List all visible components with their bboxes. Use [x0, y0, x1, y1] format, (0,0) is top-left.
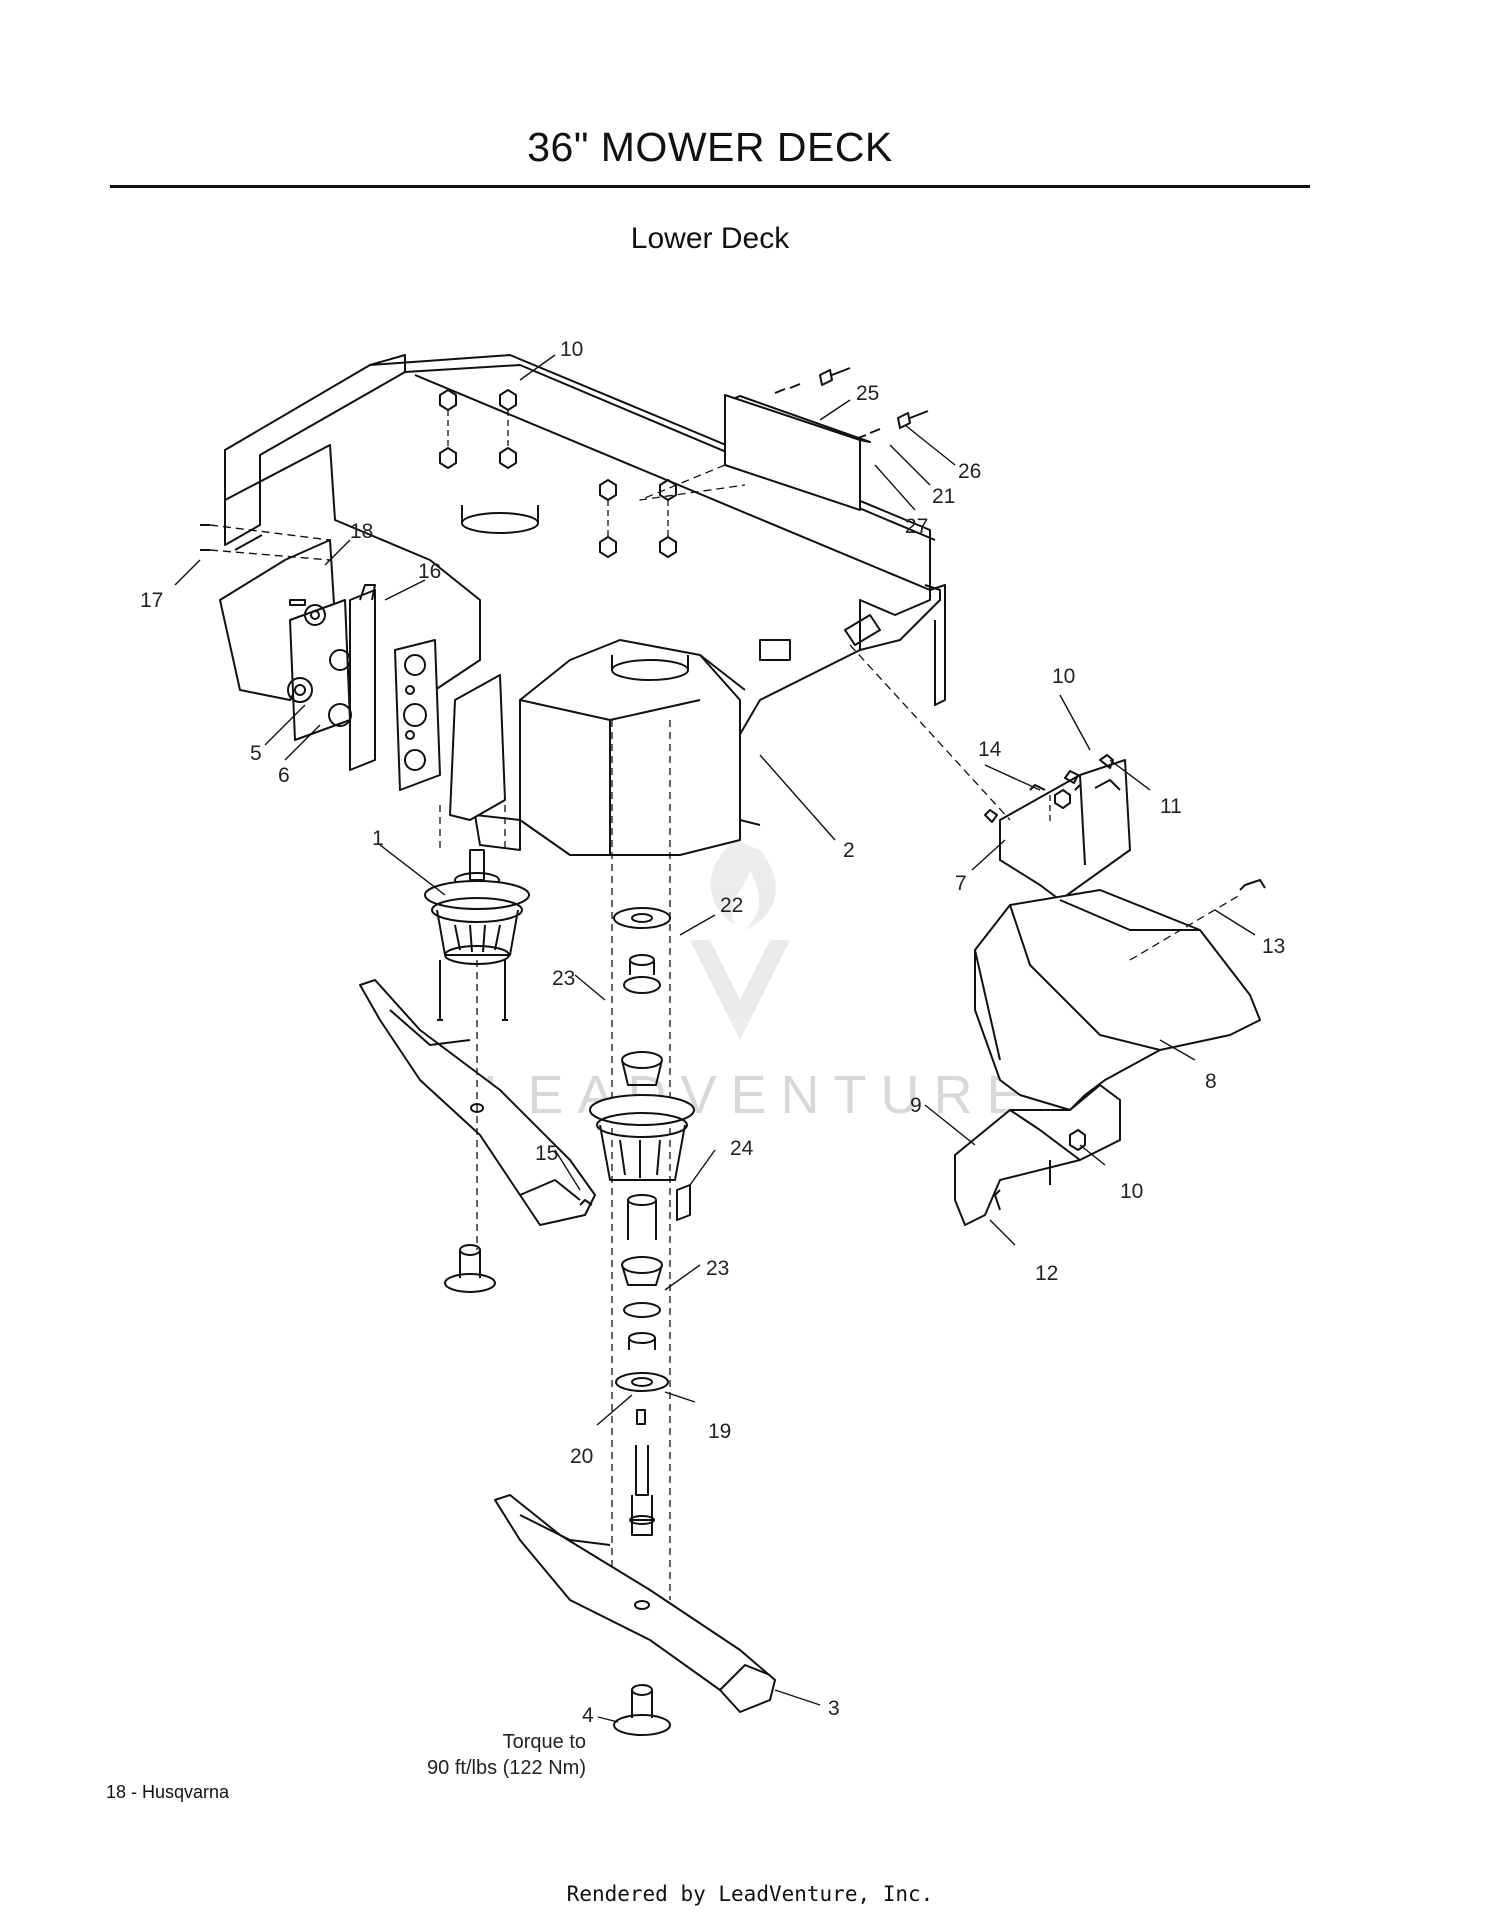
- callout-25: 25: [856, 382, 879, 405]
- callout-23-upper: 23: [552, 967, 575, 990]
- callout-numbers: 10 25 26 21 27 18 16 17 5 6 2 10 14 11 7…: [140, 338, 1285, 1727]
- callout-21: 21: [932, 485, 955, 508]
- torque-note-line2: 90 ft/lbs (122 Nm): [427, 1757, 586, 1779]
- callout-26: 26: [958, 460, 981, 483]
- part-blade-left: [359, 960, 596, 1293]
- watermark-text: LEADVENTURE: [483, 1065, 1036, 1125]
- rendered-by-footer: Rendered by LeadVenture, Inc.: [566, 1882, 934, 1906]
- callout-16: 16: [418, 560, 441, 583]
- callout-6: 6: [278, 764, 290, 787]
- callout-12: 12: [1035, 1262, 1058, 1285]
- callout-17: 17: [140, 589, 163, 612]
- callout-7: 7: [955, 872, 967, 895]
- callout-23-lower: 23: [706, 1257, 729, 1280]
- callout-19: 19: [708, 1420, 731, 1443]
- callout-11: 11: [1160, 795, 1182, 818]
- callout-9: 9: [910, 1094, 922, 1117]
- callout-13: 13: [1262, 935, 1285, 958]
- page-footer: 18 - Husqvarna: [106, 1782, 230, 1802]
- callout-4: 4: [582, 1704, 594, 1727]
- torque-note-line1: Torque to: [503, 1731, 586, 1753]
- discharge-chute: [849, 644, 1266, 1226]
- callout-22: 22: [720, 894, 743, 917]
- leader-lines: [174, 354, 1256, 1723]
- callout-1: 1: [372, 827, 384, 850]
- callout-18: 18: [350, 520, 373, 543]
- part-blade-center: [494, 1494, 776, 1736]
- title-rule: [110, 185, 1310, 188]
- watermark-logo: [690, 840, 790, 1040]
- page-title: 36" MOWER DECK: [527, 124, 893, 170]
- deck-nuts: [439, 389, 677, 558]
- callout-24: 24: [730, 1137, 754, 1160]
- part-25-block: [639, 367, 929, 511]
- callout-20: 20: [570, 1445, 593, 1468]
- callout-27: 27: [905, 515, 928, 538]
- callout-14: 14: [978, 738, 1002, 761]
- callout-10-right: 10: [1052, 665, 1075, 688]
- callout-2: 2: [843, 839, 855, 862]
- callout-10-lower: 10: [1120, 1180, 1143, 1203]
- callout-8: 8: [1205, 1070, 1217, 1093]
- center-spindle-stack: [579, 720, 695, 1620]
- part-1-spindle: [424, 805, 530, 1021]
- callout-3: 3: [828, 1697, 840, 1720]
- callout-15: 15: [535, 1142, 558, 1165]
- callout-5: 5: [250, 742, 262, 765]
- callout-10-top: 10: [560, 338, 583, 361]
- section-subtitle: Lower Deck: [630, 222, 790, 255]
- left-bracket-assembly: [200, 524, 506, 821]
